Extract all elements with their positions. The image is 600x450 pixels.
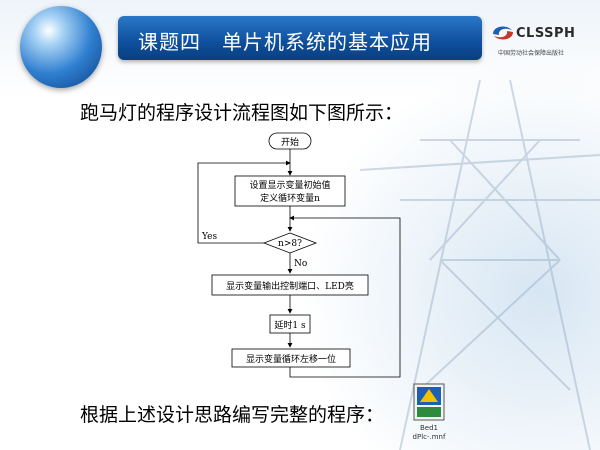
closing-text: 根据上述设计思路编写完整的程序： <box>80 404 385 426</box>
flowchart: 开始 设置显示变量初始值 定义循环变量n n>8? Yes No 显示变量输出控… <box>197 132 401 378</box>
intro-text: 跑马灯的程序设计流程图如下图所示： <box>80 102 404 124</box>
attachment-label-line1: Bed1 <box>419 424 438 432</box>
output-label: 显示变量输出控制端口、LED亮 <box>226 280 354 292</box>
globe-logo <box>20 6 102 88</box>
delay-label: 延时1 s <box>274 319 306 331</box>
title-bar: 课题四 单片机系统的基本应用 <box>118 16 482 60</box>
file-icon[interactable] <box>412 382 446 422</box>
no-label: No <box>294 259 307 269</box>
power-tower-background <box>360 79 600 450</box>
logo-text: CLSSPH <box>516 26 576 41</box>
attachment-label: Bed1 dPlc-.mnf <box>404 424 454 442</box>
init-label-1: 设置显示变量初始值 <box>249 179 330 191</box>
start-label: 开始 <box>281 136 299 148</box>
background-sky <box>300 60 600 450</box>
shift-label: 显示变量循环左移一位 <box>246 353 336 365</box>
decision-label: n>8? <box>278 239 302 249</box>
page-title: 课题四 单片机系统的基本应用 <box>138 30 432 54</box>
init-box <box>234 175 346 207</box>
init-label-2: 定义循环变量n <box>260 192 320 204</box>
attachment-label-line2: dPlc-.mnf <box>412 433 446 441</box>
swirl-icon <box>493 26 513 40</box>
logo-subtitle: 中国劳动社会保障出版社 <box>498 50 565 57</box>
shift-box <box>231 348 351 368</box>
publisher-logo: CLSSPH 中国劳动社会保障出版社 <box>490 18 594 62</box>
yes-label: Yes <box>201 232 217 242</box>
